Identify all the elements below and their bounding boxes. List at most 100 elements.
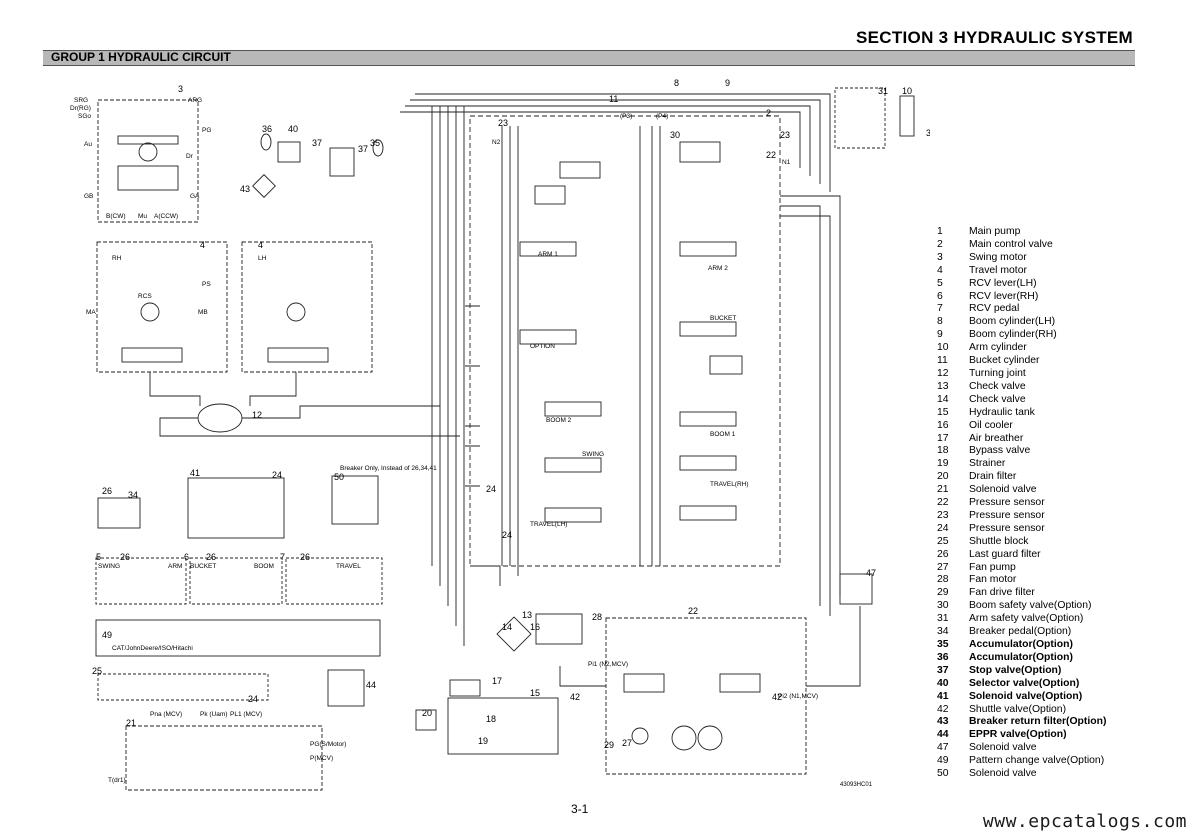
- hydraulic-circuit-diagram: 3364037373543223233110118930302244124124…: [70, 78, 930, 791]
- legend-item-text: Fan pump: [969, 561, 1016, 573]
- legend-item-text: Pattern change valve(Option): [969, 755, 1105, 767]
- component-callout: 22: [766, 150, 776, 160]
- legend-item-text: RCV pedal: [969, 303, 1020, 315]
- legend-item-text: Solenoid valve(Option): [969, 690, 1083, 702]
- diagram-label: BOOM 1: [710, 431, 736, 438]
- legend-item-number: 30: [937, 600, 949, 612]
- component-callout: 26: [300, 552, 310, 562]
- main-control-valve-block: [469, 115, 781, 567]
- component-callout: 7: [280, 552, 285, 562]
- legend-item-text: Main pump: [969, 226, 1021, 237]
- component-callout: 37: [312, 138, 322, 148]
- diagram-label: Breaker Only, Instead of 26,34,41: [340, 465, 437, 472]
- component-callout: 35: [370, 138, 380, 148]
- solenoid-valve-21: [125, 725, 323, 791]
- legend-item-text: Bucket cylinder: [969, 355, 1040, 367]
- diagram-label: SRG: [74, 97, 88, 104]
- component-callout: 8: [674, 78, 679, 88]
- hydraulic-lines-vertical: [501, 126, 841, 616]
- rcv-pedal: [285, 557, 383, 605]
- legend-item: 27 Fan pump: [931, 562, 1131, 575]
- legend-item-number: 14: [937, 393, 949, 405]
- legend-item-text: Breaker return filter(Option): [969, 716, 1107, 728]
- legend-item-text: Arm cylinder: [969, 342, 1027, 354]
- diagram-label: BOOM: [254, 563, 274, 570]
- breaker-tank: [329, 147, 355, 177]
- component-callout: 37: [358, 144, 368, 154]
- legend-item-text: Shuttle valve(Option): [969, 703, 1067, 715]
- component-callout: 23: [780, 130, 790, 140]
- diagram-label: TRAVEL(LH): [530, 521, 567, 528]
- diagram-label: ARM 1: [538, 251, 558, 258]
- legend-item-number: 26: [937, 548, 949, 560]
- selector-valve: [277, 141, 301, 163]
- diagram-label: LH: [258, 255, 267, 262]
- component-callout: 26: [102, 486, 112, 496]
- legend-item-number: 2: [937, 238, 943, 250]
- mcv-spools-right: [679, 141, 743, 521]
- component-callout: 21: [126, 718, 136, 728]
- component-callout: 9: [725, 78, 730, 88]
- legend-item-number: 50: [937, 768, 949, 780]
- legend-item-number: 43: [937, 716, 949, 728]
- legend-item-number: 27: [937, 561, 949, 573]
- legend-item-number: 36: [937, 651, 949, 663]
- legend-item: 43 Breaker return filter(Option): [931, 716, 1131, 729]
- legend-item-number: 13: [937, 380, 949, 392]
- diagram-label: Pna (MCV): [150, 711, 182, 718]
- legend-item-text: Shuttle block: [969, 535, 1029, 547]
- diagram-label: PS: [202, 281, 211, 288]
- component-callout: 15: [530, 688, 540, 698]
- legend-item-text: Swing motor: [969, 251, 1027, 263]
- legend-item-text: Check valve: [969, 380, 1026, 392]
- solenoid-valve-50: [331, 475, 379, 525]
- component-callout: 22: [688, 606, 698, 616]
- diagram-label: N1: [782, 159, 791, 166]
- legend-item-text: Breaker pedal(Option): [969, 626, 1072, 638]
- diagram-label: PG(S/Motor): [310, 741, 346, 748]
- component-callout: 3: [178, 84, 183, 94]
- diagram-label: T(dr1): [108, 777, 126, 784]
- solenoid-valve-47: [839, 573, 873, 605]
- oil-cooler: [496, 616, 532, 652]
- air-breather: [449, 679, 481, 697]
- turning-joint: [197, 403, 243, 433]
- legend-item-text: Accumulator(Option): [969, 639, 1073, 650]
- component-callout: 26: [120, 552, 130, 562]
- legend-item-text: RCV lever(RH): [969, 290, 1039, 302]
- fan-motor: [535, 613, 583, 645]
- legend-item-text: Fan motor: [969, 574, 1017, 586]
- component-callout: 4: [258, 240, 263, 250]
- legend-item-number: 19: [937, 458, 949, 470]
- legend-item: 26 Last guard filter: [931, 549, 1131, 562]
- legend-item-text: Accumulator(Option): [969, 651, 1073, 663]
- legend-item-text: Bypass valve: [969, 445, 1031, 457]
- legend-item-text: Travel motor: [969, 264, 1027, 276]
- legend-item: 4 Travel motor: [931, 265, 1131, 278]
- diagram-label: Pi2 (N1,MCV): [778, 693, 818, 700]
- component-callout: 43: [240, 184, 250, 194]
- drain-filter: [415, 709, 437, 731]
- travel-motor-lh: [241, 241, 373, 373]
- diagram-label: A(CCW): [154, 213, 178, 220]
- page-number: 3-1: [571, 802, 589, 816]
- legend-item-number: 4: [937, 264, 943, 276]
- section-title: SECTION 3 HYDRAULIC SYSTEM: [856, 28, 1133, 47]
- legend-item-number: 5: [937, 277, 943, 289]
- legend-item-text: Last guard filter: [969, 548, 1041, 560]
- swing-motor-block: [97, 99, 199, 223]
- legend-item-text: Hydraulic tank: [969, 406, 1035, 418]
